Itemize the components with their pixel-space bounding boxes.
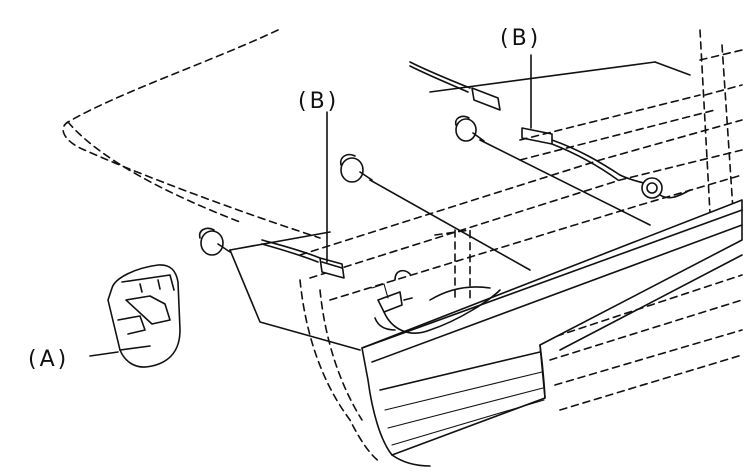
grommet-left: [198, 227, 231, 256]
rear-panel-dashed-lines: [299, 94, 743, 463]
rear-body-panel: [229, 61, 691, 351]
leader-lines: [89, 54, 532, 357]
grommet-right: [454, 115, 485, 142]
callout-a-label: (A): [28, 347, 69, 372]
tail-lamp-assembly: [361, 199, 743, 467]
lamp-socket-area: [371, 269, 501, 334]
clip-a: [107, 264, 181, 368]
grommet-center: [339, 153, 373, 183]
callout-b-left-label: (B): [298, 89, 339, 114]
trunk-lid-outline: [62, 29, 743, 251]
wire-harness: [261, 61, 691, 279]
callout-b-right-label: (B): [500, 26, 541, 51]
